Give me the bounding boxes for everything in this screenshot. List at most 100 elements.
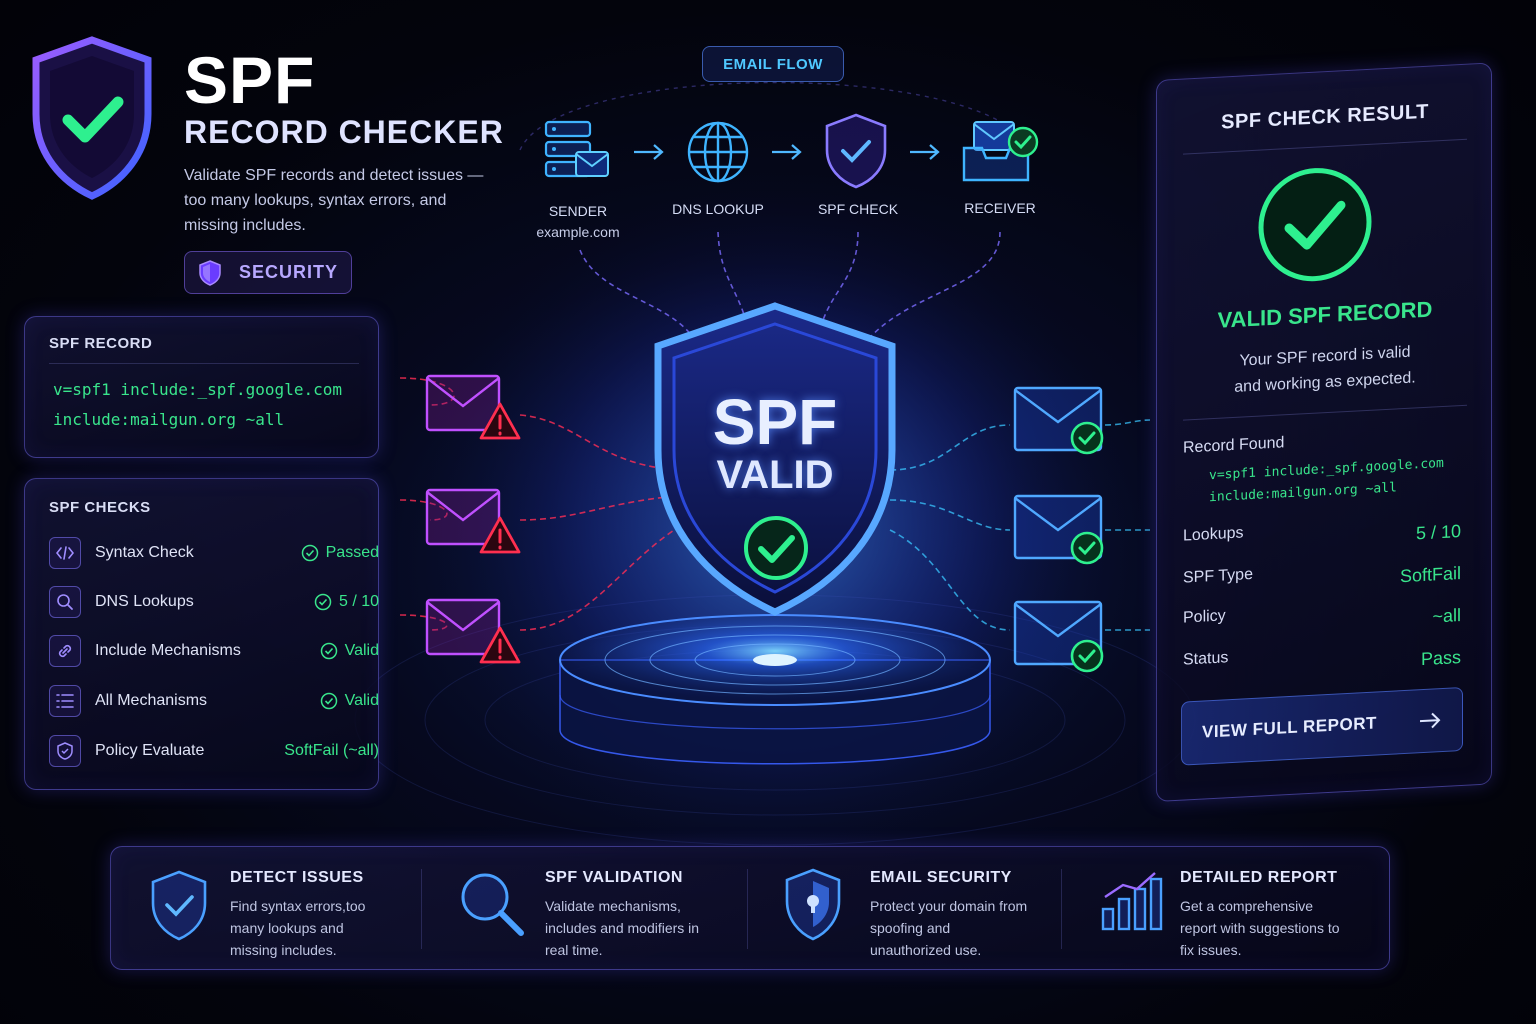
flow-step-receiver: RECEIVER bbox=[964, 200, 1036, 216]
feature-desc: Get a comprehensive report with suggesti… bbox=[1180, 898, 1340, 958]
feature-desc: Validate mechanisms, includes and modifi… bbox=[545, 898, 700, 958]
result-record-line-2[interactable]: include:mailgun.org ~all bbox=[1209, 480, 1397, 506]
result-row-value: ~all bbox=[1432, 605, 1461, 627]
check-label: Syntax Check bbox=[95, 544, 194, 561]
security-badge[interactable]: SECURITY bbox=[184, 251, 352, 294]
flow-step-spf-check: SPF CHECK bbox=[817, 201, 899, 217]
spf-record-line-2[interactable]: include:mailgun.org ~all bbox=[53, 410, 285, 429]
warning-envelope-icon bbox=[425, 488, 521, 554]
check-circle-icon bbox=[320, 642, 337, 660]
arrow-right-icon bbox=[772, 144, 802, 160]
check-label: Policy Evaluate bbox=[95, 742, 205, 759]
check-row-dns[interactable]: DNS Lookups 5 / 10 bbox=[49, 584, 379, 620]
result-row-value: 5 / 10 bbox=[1415, 521, 1461, 544]
server-icon bbox=[544, 120, 609, 178]
email-flow-label: EMAIL FLOW bbox=[702, 46, 844, 82]
flow-step-dns: DNS LOOKUP bbox=[672, 201, 764, 217]
arrow-right-icon bbox=[910, 144, 940, 160]
check-value-text: Passed bbox=[325, 544, 379, 561]
email-flow-title: EMAIL FLOW bbox=[723, 55, 823, 73]
features-bar: DETECT ISSUES Find syntax errors,too man… bbox=[110, 846, 1390, 970]
result-row-value: Pass bbox=[1420, 647, 1461, 670]
check-row-policy[interactable]: Policy Evaluate SoftFail (~all) bbox=[49, 733, 379, 769]
result-status-title: VALID SPF RECORD bbox=[1217, 296, 1433, 333]
page-title: SPF bbox=[184, 43, 316, 117]
view-full-report-label: VIEW FULL REPORT bbox=[1202, 713, 1377, 742]
shield-check-icon bbox=[151, 870, 207, 941]
page-description: Validate SPF records and detect issues —… bbox=[184, 167, 484, 234]
globe-icon bbox=[687, 121, 749, 183]
check-value-text: Valid bbox=[344, 692, 379, 709]
shield-check-icon bbox=[32, 36, 152, 200]
check-value-text: 5 / 10 bbox=[338, 593, 379, 610]
spf-result-panel: SPF CHECK RESULT VALID SPF RECORD Your S… bbox=[1156, 62, 1492, 802]
flow-step-sender-domain: example.com bbox=[536, 224, 620, 240]
record-found-label: Record Found bbox=[1183, 434, 1285, 457]
divider bbox=[747, 869, 748, 949]
feature-title: SPF VALIDATION bbox=[545, 869, 683, 886]
check-value-text: Valid bbox=[344, 642, 379, 659]
view-full-report-button[interactable]: VIEW FULL REPORT bbox=[1181, 686, 1463, 766]
check-circle-icon bbox=[314, 593, 332, 611]
check-label: Include Mechanisms bbox=[95, 642, 241, 659]
check-value: SoftFail (~all) bbox=[284, 742, 379, 760]
divider bbox=[421, 869, 422, 949]
shield-check-icon bbox=[825, 113, 887, 189]
check-row-syntax[interactable]: Syntax Check Passed bbox=[49, 535, 379, 571]
bar-chart-icon bbox=[1101, 872, 1163, 931]
warning-envelope-icon bbox=[425, 598, 521, 664]
magnifier-icon bbox=[461, 873, 524, 936]
page-subtitle: RECORD CHECKER bbox=[184, 114, 504, 150]
shield-icon bbox=[49, 735, 81, 767]
shield-text-spf: SPF bbox=[712, 386, 838, 458]
feature-title: DETAILED REPORT bbox=[1180, 869, 1338, 886]
shield-icon bbox=[199, 259, 221, 286]
verified-envelope-icon bbox=[1013, 600, 1104, 673]
spf-checks-title: SPF CHECKS bbox=[49, 499, 151, 516]
divider bbox=[49, 363, 359, 364]
check-label: DNS Lookups bbox=[95, 593, 194, 610]
spf-record-line-1[interactable]: v=spf1 include:_spf.google.com bbox=[53, 380, 342, 399]
check-value: Passed bbox=[301, 544, 379, 562]
check-value: Valid bbox=[320, 692, 379, 710]
spf-record-panel: SPF RECORD v=spf1 include:_spf.google.co… bbox=[24, 316, 379, 458]
result-record-line-1[interactable]: v=spf1 include:_spf.google.com bbox=[1209, 455, 1444, 484]
divider bbox=[1183, 404, 1467, 421]
flow-step-sender: SENDER bbox=[548, 203, 608, 219]
check-circle-icon bbox=[301, 544, 318, 562]
check-circle-icon bbox=[320, 692, 337, 710]
shield-text-valid: VALID bbox=[716, 453, 834, 497]
check-value: 5 / 10 bbox=[314, 593, 379, 611]
warning-envelope-icon bbox=[425, 374, 521, 440]
divider bbox=[1183, 138, 1467, 155]
feature-title: DETECT ISSUES bbox=[230, 869, 364, 886]
result-row-value: SoftFail bbox=[1399, 563, 1461, 587]
feature-desc: Protect your domain from spoofing and un… bbox=[870, 898, 1028, 958]
divider bbox=[1061, 869, 1062, 949]
list-icon bbox=[49, 685, 81, 717]
code-icon bbox=[49, 537, 81, 569]
search-icon bbox=[49, 586, 81, 618]
check-label: All Mechanisms bbox=[95, 692, 208, 709]
check-value-text: SoftFail (~all) bbox=[284, 742, 379, 759]
platform-base bbox=[559, 614, 991, 765]
feature-title: EMAIL SECURITY bbox=[870, 869, 1012, 886]
valid-check-circle-icon bbox=[1258, 168, 1372, 282]
spf-checks-panel: SPF CHECKS Syntax Check Passed DNS Looku… bbox=[24, 478, 379, 790]
verified-envelope-icon bbox=[1013, 494, 1104, 565]
inbox-icon bbox=[962, 121, 1039, 182]
arrow-right-icon bbox=[634, 144, 664, 160]
spf-record-title: SPF RECORD bbox=[49, 335, 153, 352]
check-value: Valid bbox=[320, 642, 379, 660]
arrow-right-icon bbox=[1420, 712, 1441, 729]
result-title: SPF CHECK RESULT bbox=[1221, 100, 1429, 134]
feature-desc: Find syntax errors,too many lookups and … bbox=[230, 898, 366, 958]
security-badge-label: SECURITY bbox=[239, 262, 339, 282]
link-icon bbox=[49, 635, 81, 667]
verified-envelope-icon bbox=[1013, 386, 1104, 455]
result-row-label: Policy bbox=[1183, 607, 1226, 627]
spf-valid-shield bbox=[654, 302, 896, 616]
check-row-all[interactable]: All Mechanisms Valid bbox=[49, 683, 379, 719]
check-row-include[interactable]: Include Mechanisms Valid bbox=[49, 633, 379, 669]
shield-icon bbox=[785, 868, 841, 941]
